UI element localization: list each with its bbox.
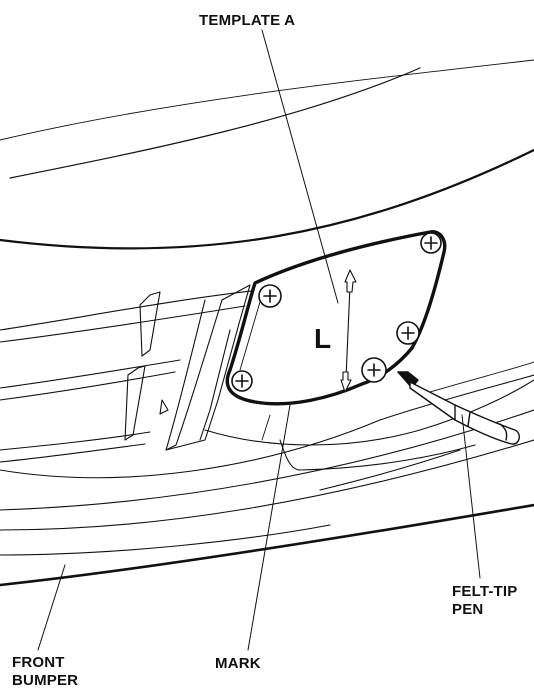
- leader-lines: [37, 29, 481, 651]
- front-bumper-label-line2: BUMPER: [12, 672, 79, 689]
- front-bumper-label-line1: FRONT: [12, 654, 65, 671]
- felt-tip-pen-label-line1: FELT-TIP: [452, 583, 518, 600]
- screw-icon: [361, 357, 387, 383]
- screw-icons: [231, 232, 442, 392]
- leader-template-a: [261, 29, 339, 304]
- felt-tip-pen-icon: [397, 371, 520, 445]
- screw-icon: [396, 321, 420, 345]
- bumper-surface: [0, 361, 534, 556]
- felt-tip-pen-label-line2: PEN: [452, 601, 484, 618]
- front-bumper-label: FRONT BUMPER: [12, 654, 78, 690]
- screw-icon: [420, 232, 442, 254]
- mark-label: MARK: [215, 655, 261, 672]
- grille: [0, 284, 261, 463]
- felt-tip-pen-label: FELT-TIP PEN: [452, 583, 517, 619]
- leader-felt-tip-pen: [461, 414, 481, 579]
- template-letter: L: [314, 323, 331, 354]
- screw-icon: [258, 284, 282, 308]
- leader-mark: [247, 404, 291, 651]
- screw-icon: [231, 370, 253, 392]
- template-a-label: TEMPLATE A: [199, 12, 296, 29]
- leader-front-bumper: [37, 564, 66, 651]
- alignment-arrows: [340, 269, 357, 393]
- hood-outline: [0, 59, 534, 250]
- template-a: L: [225, 230, 447, 406]
- bumper-bottom-edge: [0, 503, 534, 587]
